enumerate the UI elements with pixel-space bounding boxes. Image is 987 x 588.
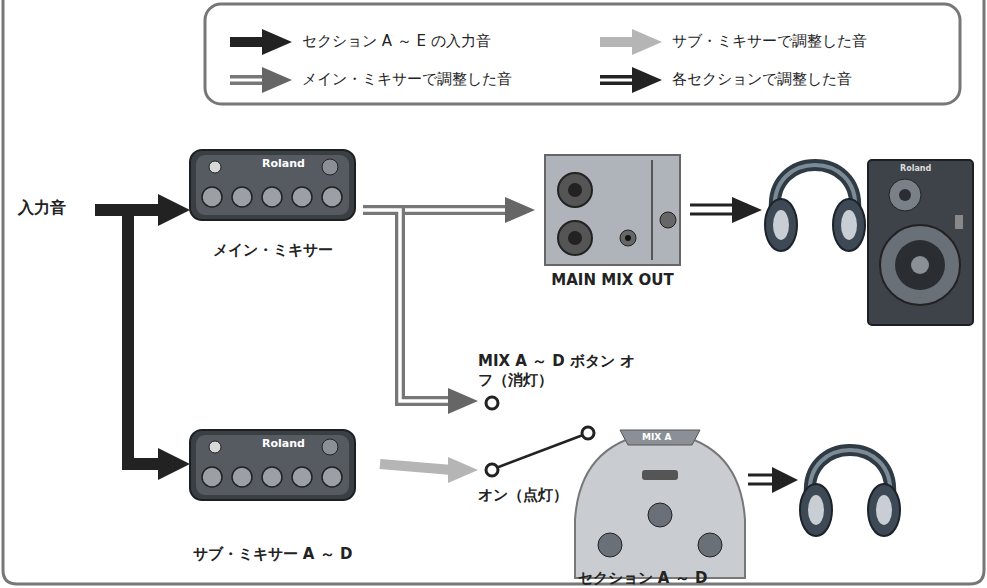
section-panel: セクション A ～ D <box>530 428 755 588</box>
signal-arrow <box>363 210 478 414</box>
button-label: MIX A <box>642 432 671 442</box>
brand-logo: Roland <box>262 437 305 450</box>
node-caption: MAIN MIX OUT <box>535 271 690 290</box>
node-caption: メイン・ミキサー <box>183 241 363 260</box>
node-caption: セクション A ～ D <box>530 569 755 588</box>
legend-sample <box>230 29 662 93</box>
input-label: 入力音 <box>18 198 66 219</box>
legend-text: メイン・ミキサーで調整した音 <box>302 70 512 89</box>
switch-off-contact: MIX A ～ D ボタン オフ（消灯） <box>478 352 653 412</box>
signal-arrow <box>380 457 478 483</box>
switch-on-contact: オン（点灯） <box>478 460 598 510</box>
legend-text: サブ・ミキサーで調整した音 <box>672 32 867 51</box>
contact-circle <box>482 460 502 480</box>
contact-circle <box>482 393 502 413</box>
node-caption: MIX A ～ D ボタン オフ（消灯） <box>478 352 648 390</box>
legend-text: 各セクションで調整した音 <box>672 70 852 89</box>
brand-logo: Roland <box>900 164 931 173</box>
node-caption: サブ・ミキサー A ～ D <box>165 545 380 564</box>
legend-text: セクション A ～ E の入力音 <box>302 32 491 51</box>
node-caption: オン（点灯） <box>478 486 568 505</box>
brand-logo: Roland <box>262 157 305 170</box>
output-panel: MAIN MIX OUT <box>535 150 690 290</box>
